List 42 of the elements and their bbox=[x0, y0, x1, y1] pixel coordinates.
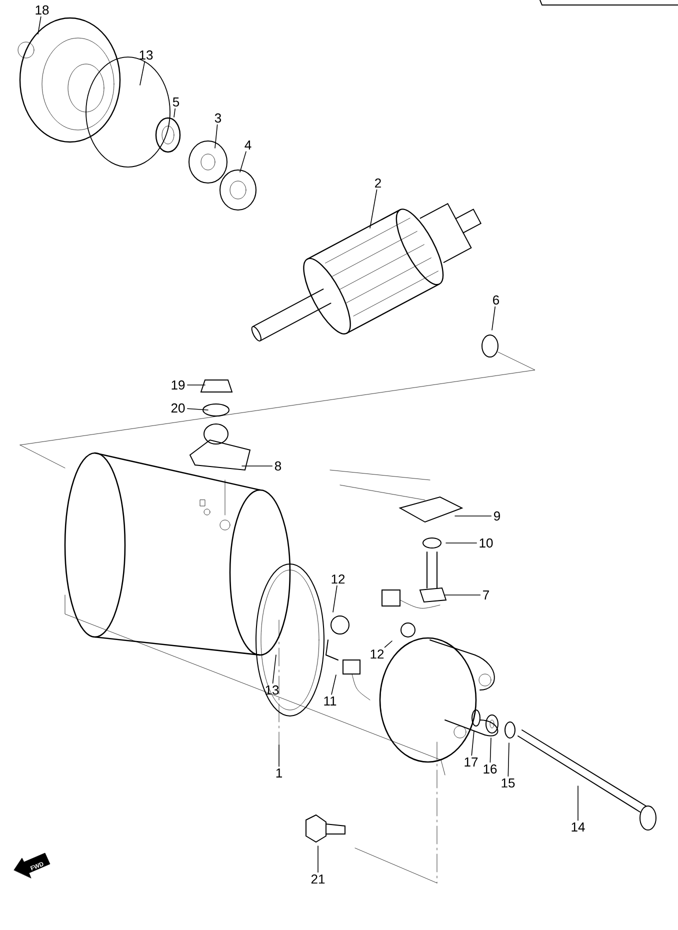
callout-number: 10 bbox=[480, 538, 493, 548]
callout-number: 19 bbox=[172, 380, 185, 390]
callout-number: 14 bbox=[572, 822, 585, 832]
callout-number: 5 bbox=[172, 97, 180, 107]
callout-number: 1 bbox=[276, 768, 282, 778]
leader-line bbox=[272, 654, 276, 684]
callout-number: 13 bbox=[266, 685, 279, 695]
callout-number: 7 bbox=[483, 590, 489, 600]
callout-number: 13 bbox=[140, 50, 153, 60]
leader-line bbox=[38, 16, 42, 34]
callout-number: 12 bbox=[332, 574, 345, 584]
callout-number: 8 bbox=[274, 461, 282, 471]
leader-line bbox=[508, 742, 510, 777]
leader-line bbox=[332, 585, 338, 612]
leader-line bbox=[384, 640, 392, 648]
callout-number: 9 bbox=[494, 511, 500, 521]
leader-line bbox=[471, 730, 474, 756]
callout-number: 4 bbox=[244, 140, 252, 150]
leader-line bbox=[140, 61, 146, 86]
leader-line bbox=[174, 108, 176, 118]
callout-number: 17 bbox=[464, 758, 478, 766]
callout-number: 2 bbox=[375, 178, 381, 188]
callout-number: 12 bbox=[370, 649, 384, 659]
leader-line bbox=[187, 384, 206, 386]
callout-number: 20 bbox=[171, 403, 185, 413]
leader-line bbox=[331, 674, 336, 695]
callout-number: 18 bbox=[36, 5, 49, 15]
callout-number: 6 bbox=[493, 295, 500, 305]
callout-number: 3 bbox=[214, 113, 222, 123]
leader-line bbox=[446, 542, 477, 544]
callout-number: 15 bbox=[502, 778, 515, 788]
leader-line bbox=[240, 151, 246, 172]
leader-line bbox=[187, 408, 208, 410]
leader-line bbox=[444, 594, 481, 596]
leader-line bbox=[214, 124, 218, 148]
leader-line bbox=[492, 306, 496, 330]
leader-line bbox=[370, 189, 378, 228]
leader-line bbox=[278, 744, 280, 767]
leader-line bbox=[490, 738, 492, 763]
callout-number: 16 bbox=[484, 764, 497, 774]
callout-number: 11 bbox=[324, 696, 336, 706]
callout-number: 21 bbox=[311, 874, 325, 884]
